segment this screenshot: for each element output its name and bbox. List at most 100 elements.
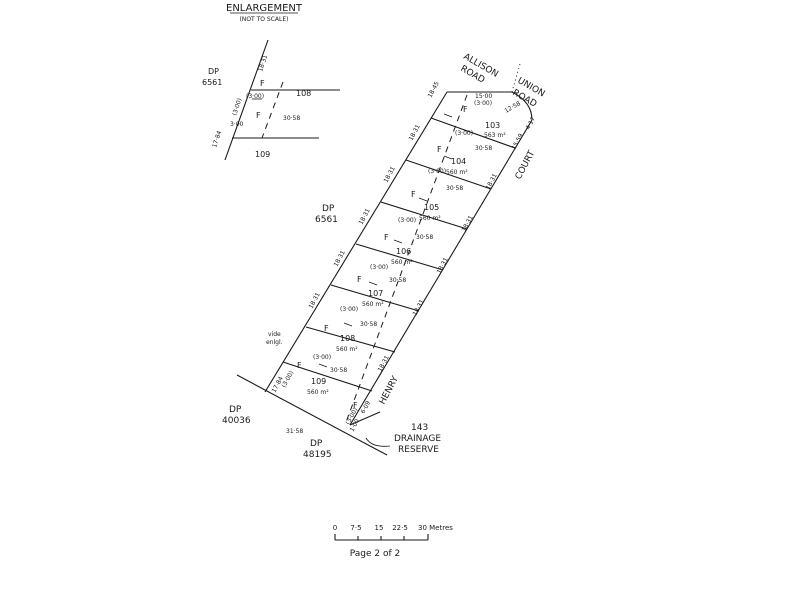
svg-text:18·31: 18·31 <box>461 214 475 233</box>
lot-number: 109 <box>311 377 326 386</box>
svg-text:18·31: 18·31 <box>377 354 391 373</box>
lot-depth: 30·58 <box>360 321 377 328</box>
lot-easement: (3·00) <box>370 264 388 271</box>
lot-area: 560 m² <box>307 389 329 396</box>
dp-48195-number: 48195 <box>303 450 332 460</box>
dim-bottom-3: 31·58 <box>286 428 303 435</box>
scale-tick-4: 30 Metres <box>418 524 453 532</box>
easement-f: F <box>384 233 389 242</box>
dp-48195-label: DP <box>310 439 323 449</box>
scale-tick-0: 0 <box>333 524 337 532</box>
easement-f: F <box>411 190 416 199</box>
svg-text:18·31: 18·31 <box>408 123 422 142</box>
lot-number: 104 <box>451 157 466 166</box>
vide-line-1: vide <box>268 331 281 338</box>
inset-width-3: 3·00 <box>230 121 244 128</box>
page-number: Page 2 of 2 <box>350 549 401 559</box>
dp-6561-number: 6561 <box>315 215 338 225</box>
lot-area: 560 m² <box>336 346 358 353</box>
lot-easement: (3·00) <box>455 130 473 137</box>
dim-top-frontage: 15·00 <box>475 93 492 100</box>
easement-f: F <box>357 275 362 284</box>
henry-court-frontage <box>349 119 533 426</box>
scale-tick-2: 15 <box>375 524 384 532</box>
lot-area: 560 m² <box>362 301 384 308</box>
lot-depth: 30·58 <box>446 185 463 192</box>
lot-number: 106 <box>396 247 411 256</box>
inset-dim-top: 18·31 <box>257 54 269 73</box>
lot-103: 103 563 m² (3·00) 30·58 F <box>455 105 506 152</box>
dim-top-right: 12·58 <box>504 100 523 115</box>
dim-top-easement: (3·00) <box>474 100 492 107</box>
enlargement-subtitle: (NOT TO SCALE) <box>240 16 289 23</box>
road-henry: HENRY <box>378 374 401 406</box>
easement-f: F <box>297 361 302 370</box>
lot-depth: 30·58 <box>416 234 433 241</box>
southern-boundary <box>236 374 388 456</box>
svg-text:18·31: 18·31 <box>358 207 372 226</box>
left-boundary <box>264 91 448 393</box>
lot-number: 108 <box>340 334 355 343</box>
scale-tick-1: 7·5 <box>350 524 361 532</box>
easement-f: F <box>437 145 442 154</box>
inset-easement-f-2: F <box>256 111 261 120</box>
enlargement-inset: DP 6561 108 109 F F (3·00) (3·00) 3·00 1… <box>202 39 340 161</box>
inset-width-1: (3·00) <box>246 93 264 100</box>
dp-6561-label: DP <box>322 204 335 214</box>
lot-area: 560 m² <box>391 259 413 266</box>
lot-depth: 30·58 <box>330 367 347 374</box>
dim-corner: 4·17 <box>525 116 538 131</box>
inset-dp-label: DP <box>208 67 219 76</box>
vide-line-2: enlgl. <box>266 339 283 346</box>
svg-text:18·31: 18·31 <box>412 298 426 317</box>
henry-court-bend <box>349 411 381 426</box>
easement-line <box>344 94 468 426</box>
lot-easement: (3·00) <box>428 168 446 175</box>
inset-lot-109: 109 <box>255 150 270 159</box>
lot-number: 103 <box>485 121 500 130</box>
svg-text:18·31: 18·31 <box>383 165 397 184</box>
scale-tick-3: 22·5 <box>392 524 408 532</box>
lot-easement: (3·00) <box>398 217 416 224</box>
lot-108: 108 560 m² (3·00) 30·58 F <box>313 324 358 374</box>
lot-easement: (3·00) <box>340 306 358 313</box>
inset-easement-f-1: F <box>260 79 265 88</box>
road-court: COURT <box>514 149 538 182</box>
lot-104: 104 560 m² (3·00) 30·58 F <box>428 145 468 192</box>
lot-depth: 30·58 <box>475 145 492 152</box>
lot-area: 563 m² <box>484 132 506 139</box>
dp-40036-label: DP <box>229 405 242 415</box>
reserve-line-2: RESERVE <box>398 445 439 455</box>
svg-text:18·31: 18·31 <box>436 256 450 275</box>
svg-text:18·45: 18·45 <box>427 80 441 99</box>
inset-dim-depth: 30·58 <box>283 115 300 122</box>
dim-bottom-2: 6·09 <box>360 400 373 415</box>
reserve-arrow <box>365 437 391 447</box>
svg-text:15·59: 15·59 <box>511 132 525 151</box>
reserve-line-1: DRAINAGE <box>394 434 441 444</box>
lot-area: 560 m² <box>446 169 468 176</box>
inset-dp-number: 6561 <box>202 78 222 87</box>
lot-107: 107 560 m² (3·00) 30·58 F <box>340 275 384 328</box>
inset-lot-108: 108 <box>296 89 311 98</box>
lot-number: 105 <box>424 203 439 212</box>
subdivision-plan <box>236 63 533 456</box>
lot-depth: 30·58 <box>389 277 406 284</box>
dp-40036-number: 40036 <box>222 416 251 426</box>
union-road-alignment <box>511 63 521 93</box>
lot-easement: (3·00) <box>313 354 331 361</box>
easement-f: F <box>324 324 329 333</box>
corner-truncation <box>511 91 533 121</box>
svg-text:18·31: 18·31 <box>333 249 347 268</box>
lot-106: 106 560 m² (3·00) 30·58 F <box>370 233 413 284</box>
easement-f-bottom: F <box>353 401 358 410</box>
reserve-number: 143 <box>411 423 428 433</box>
svg-text:18·31: 18·31 <box>308 291 322 310</box>
easement-f: F <box>463 105 468 114</box>
inset-dim-side: 17·84 <box>211 130 223 149</box>
lot-area: 560 m² <box>419 215 441 222</box>
lot-105: 105 560 m² (3·00) 30·58 F <box>398 190 441 241</box>
scale-bar: 0 7·5 15 22·5 30 Metres <box>333 524 453 541</box>
enlargement-title: ENLARGEMENT <box>226 3 303 14</box>
